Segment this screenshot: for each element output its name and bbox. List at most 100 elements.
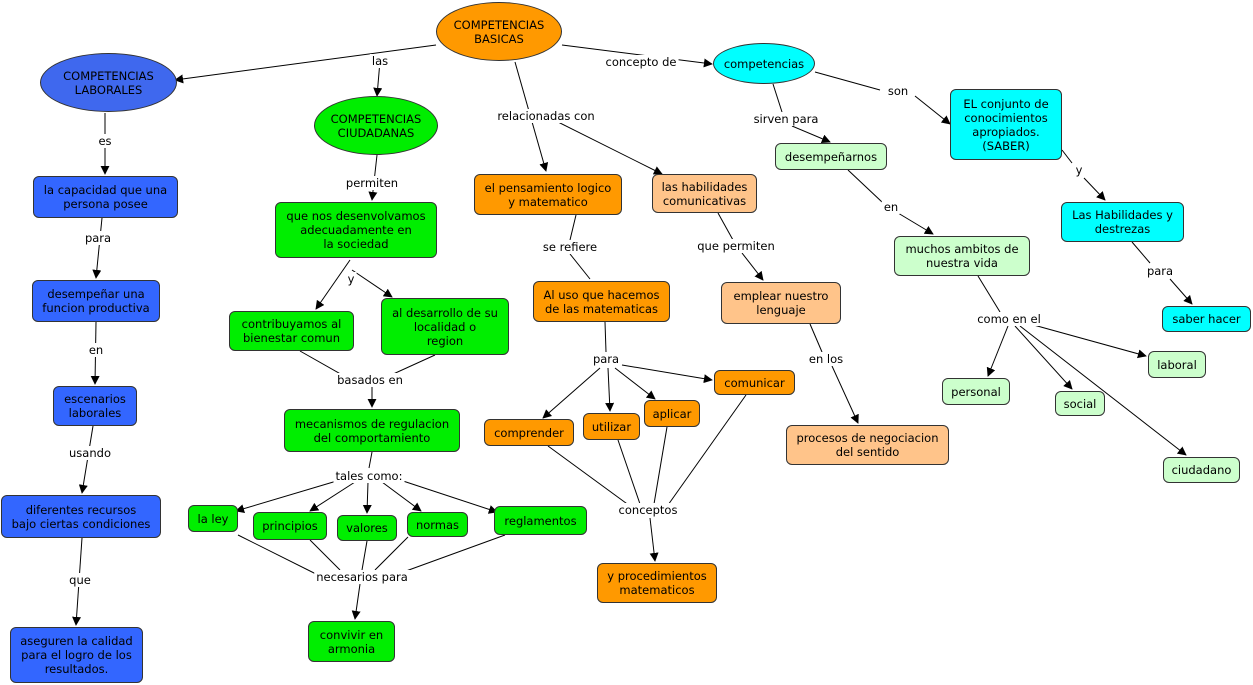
node-escenarios[interactable]: escenarios laborales [53, 386, 137, 426]
label-y-1: y [345, 272, 357, 286]
line-competencias-to-son [814, 71, 881, 91]
label-se-refiere: se refiere [540, 240, 600, 254]
label-para-2: para [590, 352, 622, 366]
node-destrezas[interactable]: Las Habilidades y destrezas [1061, 202, 1184, 242]
line-capacidad-to-desempenar [92, 217, 103, 279]
line-comoenel-to-social [1014, 325, 1073, 390]
line-valores-to-necesarios [361, 540, 368, 571]
line-conceptos-to-procedimientos [649, 517, 659, 562]
node-procesos[interactable]: procesos de negociacion del sentido [786, 425, 949, 465]
label-para-3: para [1144, 264, 1176, 278]
node-social[interactable]: social [1055, 391, 1105, 416]
label-las: las [369, 54, 391, 68]
line-ley-to-necesarios [237, 534, 321, 577]
label-necesarios-para: necesarios para [314, 570, 410, 584]
line-mecanismos-to-tales [368, 451, 373, 469]
line-para-to-saberhacer [1169, 278, 1193, 305]
label-usando: usando [67, 446, 113, 460]
node-reglamentos[interactable]: reglamentos [494, 506, 587, 535]
node-ciudadano[interactable]: ciudadano [1163, 457, 1240, 483]
line-desenvolvamos-to-contribuyamos [315, 259, 351, 310]
node-aplicar[interactable]: aplicar [644, 400, 700, 427]
node-uso[interactable]: Al uso que hacemos de las matematicas [533, 281, 670, 322]
line-ambitos-to-comoenel [977, 275, 1001, 313]
node-comunicar[interactable]: comunicar [714, 370, 795, 395]
line-quepermiten-to-emplear [741, 252, 764, 281]
node-utilizar[interactable]: utilizar [583, 413, 640, 440]
node-convivir[interactable]: convivir en armonia [308, 621, 395, 662]
node-normas[interactable]: normas [407, 512, 468, 537]
line-desempenarnos-to-en [847, 169, 883, 203]
node-valores[interactable]: valores [337, 515, 397, 541]
node-emplear[interactable]: emplear nuestro lenguaje [721, 282, 841, 324]
label-concepto-de: concepto de [603, 55, 679, 69]
node-recursos[interactable]: diferentes recursos bajo ciertas condici… [1, 495, 161, 538]
line-necesarios-to-convivir [351, 583, 361, 620]
label-que-permiten: que permiten [695, 239, 777, 253]
node-la-ley[interactable]: la ley [188, 505, 238, 532]
line-emplear-to-enlos [809, 323, 823, 353]
node-desenvolvamos[interactable]: que nos desenvolvamos adecuadamente en l… [275, 202, 437, 258]
node-ambitos[interactable]: muchos ambitos de nuestra vida [894, 236, 1030, 276]
line-normas-to-necesarios [374, 536, 409, 571]
label-en-los: en los [806, 352, 846, 366]
node-contribuyamos[interactable]: contribuyamos al bienestar comun [229, 311, 354, 351]
label-permiten: permiten [343, 176, 401, 190]
node-laboral[interactable]: laboral [1148, 351, 1206, 378]
label-relacionadas-con: relacionadas con [495, 109, 597, 123]
label-conceptos: conceptos [616, 503, 680, 517]
node-habilidades-comunicativas[interactable]: las habilidades comunicativas [652, 174, 757, 213]
label-son: son [885, 84, 911, 98]
label-para-1: para [82, 231, 114, 245]
line-comoenel-to-ciudadano [1019, 325, 1187, 456]
node-competencias-laborales[interactable]: COMPETENCIAS LABORALES [40, 53, 177, 112]
line-para-to-utilizar [605, 367, 615, 412]
line-comoenel-to-laboral [1029, 323, 1147, 359]
line-sirven-to-desempenarnos [791, 125, 831, 144]
label-es: es [96, 134, 114, 148]
node-aseguren[interactable]: aseguren la calidad para el logro de los… [10, 627, 143, 683]
line-competencias-to-sirven [772, 83, 783, 113]
line-destrezas-to-para [1131, 241, 1151, 264]
line-para-to-aplicar [614, 367, 656, 400]
line-utilizar-to-conceptos [617, 439, 641, 505]
line-tales-to-valores [362, 481, 372, 514]
line-saber-to-y [1061, 149, 1073, 164]
line-relacionadas-to-habilidades [545, 115, 663, 175]
node-saber-hacer[interactable]: saber hacer [1162, 306, 1251, 332]
line-comprender-to-conceptos [547, 445, 631, 507]
label-que: que [67, 573, 93, 587]
label-como-en-el: como en el [975, 312, 1043, 326]
line-comunicar-to-conceptos [667, 394, 747, 506]
line-tales-to-ley [235, 479, 341, 513]
line-serefiere-to-uso [569, 253, 591, 280]
node-procedimientos[interactable]: y procedimientos matematicos [597, 563, 717, 603]
node-desempenar-funcion[interactable]: desempeñar una funcion productiva [32, 280, 160, 322]
node-mecanismos[interactable]: mecanismos de regulacion del comportamie… [284, 409, 460, 452]
line-en-to-ambitos [897, 212, 934, 235]
node-personal[interactable]: personal [942, 378, 1010, 405]
line-para-to-comunicar [621, 364, 713, 384]
node-comprender[interactable]: comprender [484, 419, 574, 446]
line-tales-to-reglamentos [399, 479, 498, 514]
node-pensamiento[interactable]: el pensamiento logico y matematico [474, 174, 622, 215]
line-enlos-to-procesos [831, 365, 859, 424]
node-competencias-ciudadanas[interactable]: COMPETENCIAS CIUDADANAS [314, 96, 438, 155]
node-capacidad[interactable]: la capacidad que una persona posee [33, 176, 178, 218]
line-aplicar-to-conceptos [653, 426, 668, 505]
node-competencias[interactable]: competencias [713, 43, 815, 84]
node-desempenarnos[interactable]: desempeñarnos [775, 143, 887, 170]
line-root-to-laborales [174, 44, 437, 84]
node-saber[interactable]: EL conjunto de conocimientos apropiados.… [950, 89, 1062, 160]
line-pensamiento-to-serefiere [569, 214, 577, 241]
line-para-to-comprender [542, 367, 601, 419]
label-sirven-para: sirven para [751, 112, 821, 126]
node-competencias-basicas[interactable]: COMPETENCIAS BASICAS [436, 2, 562, 61]
label-basados-en: basados en [335, 373, 405, 387]
node-desarrollo[interactable]: al desarrollo de su localidad o region [381, 298, 509, 355]
line-tales-to-principios [309, 481, 356, 512]
node-principios[interactable]: principios [253, 512, 327, 540]
label-y-2: y [1073, 163, 1085, 177]
line-comoenel-to-personal [986, 325, 1009, 377]
